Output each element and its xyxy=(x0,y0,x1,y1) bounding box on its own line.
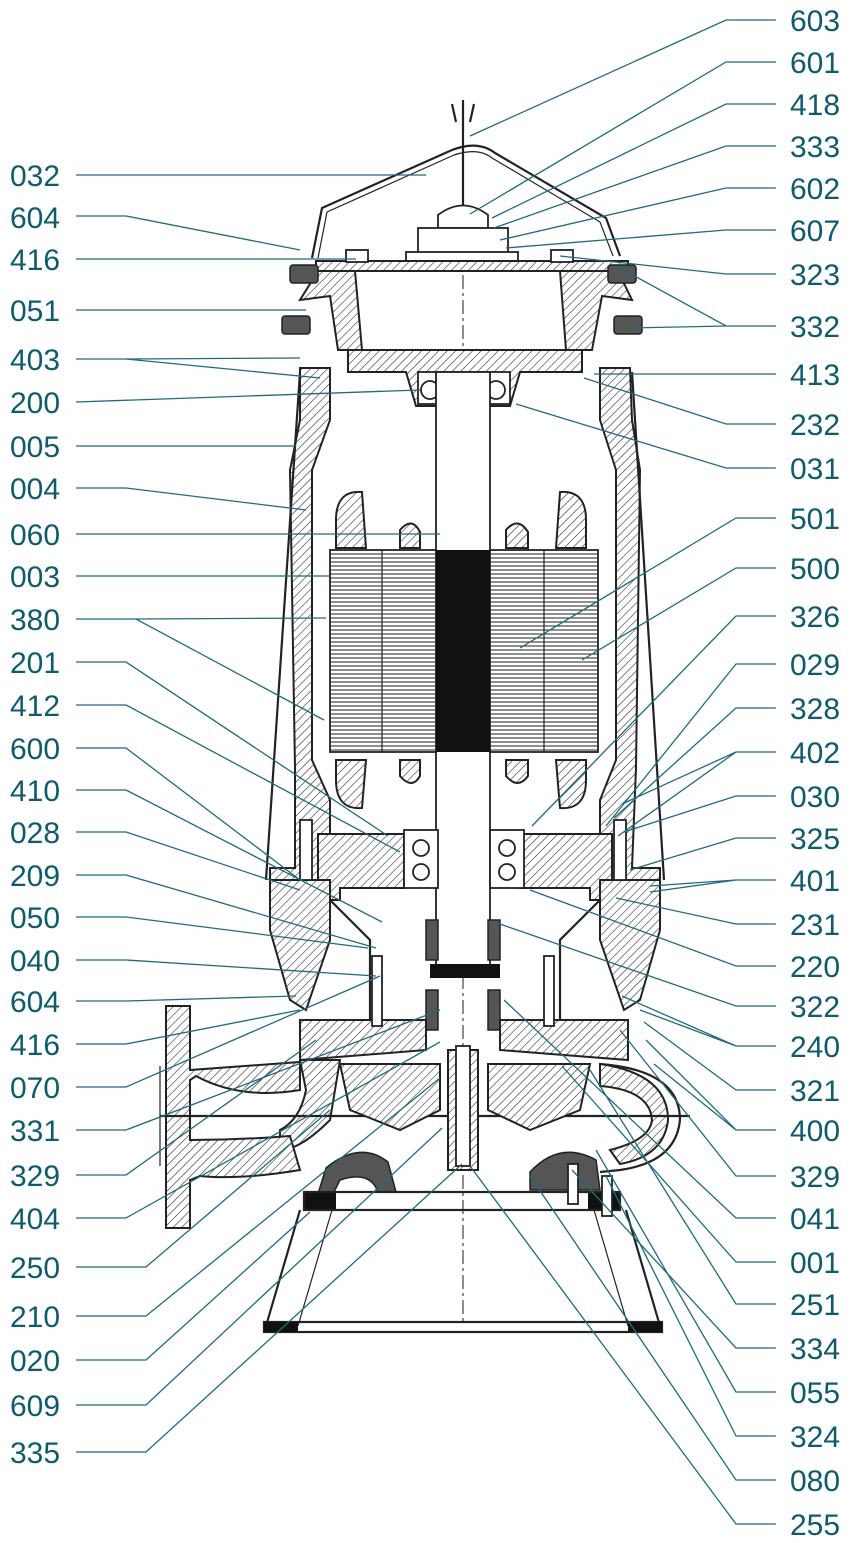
leader-lines xyxy=(75,19,776,1525)
part-label: 329 xyxy=(790,1161,840,1194)
part-label: 418 xyxy=(790,89,840,122)
pump-drawing xyxy=(159,100,690,1334)
lifting-bail xyxy=(310,144,622,259)
part-label: 603 xyxy=(790,5,840,38)
part-label: 001 xyxy=(790,1247,840,1280)
part-label: 321 xyxy=(790,1075,840,1108)
part-label: 404 xyxy=(10,1203,60,1236)
part-label: 323 xyxy=(790,259,840,292)
winding-upper-left xyxy=(335,490,368,549)
part-label: 400 xyxy=(790,1115,840,1148)
part-label: 335 xyxy=(10,1437,60,1470)
discharge-flange xyxy=(165,1005,302,1229)
part-label: 416 xyxy=(10,1029,60,1062)
base-stand xyxy=(264,1209,662,1327)
part-label: 413 xyxy=(790,359,840,392)
part-label: 060 xyxy=(10,519,60,552)
winding-lower-left xyxy=(335,759,368,810)
part-label: 607 xyxy=(790,215,840,248)
left-labels: 032 604 416 051 403 200 005 004 060 003 … xyxy=(10,160,60,1470)
part-label: 412 xyxy=(10,690,60,723)
seal-upper xyxy=(425,919,439,961)
cable-entry xyxy=(437,204,489,229)
part-label: 604 xyxy=(10,202,60,235)
part-label: 416 xyxy=(10,244,60,277)
part-label: 040 xyxy=(10,945,60,978)
part-label: 004 xyxy=(10,473,60,506)
part-label: 326 xyxy=(790,601,840,634)
part-label: 070 xyxy=(10,1072,60,1105)
part-label: 051 xyxy=(10,295,60,328)
part-label: 251 xyxy=(790,1289,840,1322)
part-label: 032 xyxy=(10,160,60,193)
part-label: 604 xyxy=(10,986,60,1019)
part-label: 031 xyxy=(790,453,840,486)
base-foot xyxy=(262,1320,664,1334)
part-label: 200 xyxy=(10,387,60,420)
part-label: 600 xyxy=(10,733,60,766)
part-label: 050 xyxy=(10,902,60,935)
cable-end xyxy=(450,100,476,123)
oil-chamber xyxy=(269,879,331,1012)
seal-lower xyxy=(425,989,439,1031)
part-label: 410 xyxy=(10,775,60,808)
part-label: 403 xyxy=(10,344,60,377)
part-label: 080 xyxy=(790,1465,840,1498)
part-label: 041 xyxy=(790,1203,840,1236)
part-label: 201 xyxy=(10,647,60,680)
part-label: 401 xyxy=(790,865,840,898)
stator-left xyxy=(329,549,437,753)
part-label: 329 xyxy=(10,1160,60,1193)
part-label: 380 xyxy=(10,604,60,637)
part-label: 209 xyxy=(10,860,60,893)
part-label: 005 xyxy=(10,431,60,464)
part-label: 220 xyxy=(790,951,840,984)
part-label: 028 xyxy=(10,817,60,850)
motor-casing-left xyxy=(269,367,331,881)
motor-casing-right xyxy=(599,367,661,881)
part-label: 231 xyxy=(790,909,840,942)
part-label: 250 xyxy=(10,1252,60,1285)
rotor-core xyxy=(436,550,490,752)
part-label: 334 xyxy=(790,1333,840,1366)
part-label: 602 xyxy=(790,173,840,206)
part-label: 324 xyxy=(790,1421,840,1454)
part-label: 328 xyxy=(790,693,840,726)
right-labels: 603 601 418 333 602 607 323 332 413 232 … xyxy=(790,5,840,1542)
part-label: 322 xyxy=(790,991,840,1024)
part-label: 325 xyxy=(790,823,840,856)
part-label: 030 xyxy=(790,781,840,814)
part-label: 055 xyxy=(790,1377,840,1410)
part-label: 255 xyxy=(790,1509,840,1542)
part-label: 232 xyxy=(790,409,840,442)
base-ring xyxy=(304,1192,336,1210)
upper-housing-left xyxy=(298,270,364,351)
part-label: 501 xyxy=(790,503,840,536)
part-label: 609 xyxy=(10,1390,60,1423)
part-label: 240 xyxy=(790,1031,840,1064)
part-label: 500 xyxy=(790,553,840,586)
part-label: 601 xyxy=(790,47,840,80)
part-label: 029 xyxy=(790,649,840,682)
part-label: 331 xyxy=(10,1115,60,1148)
part-label: 020 xyxy=(10,1345,60,1378)
part-label: 333 xyxy=(790,131,840,164)
part-label: 210 xyxy=(10,1301,60,1334)
impeller xyxy=(338,1063,441,1132)
part-label: 003 xyxy=(10,561,60,594)
part-label: 402 xyxy=(790,737,840,770)
part-label: 332 xyxy=(790,311,840,344)
